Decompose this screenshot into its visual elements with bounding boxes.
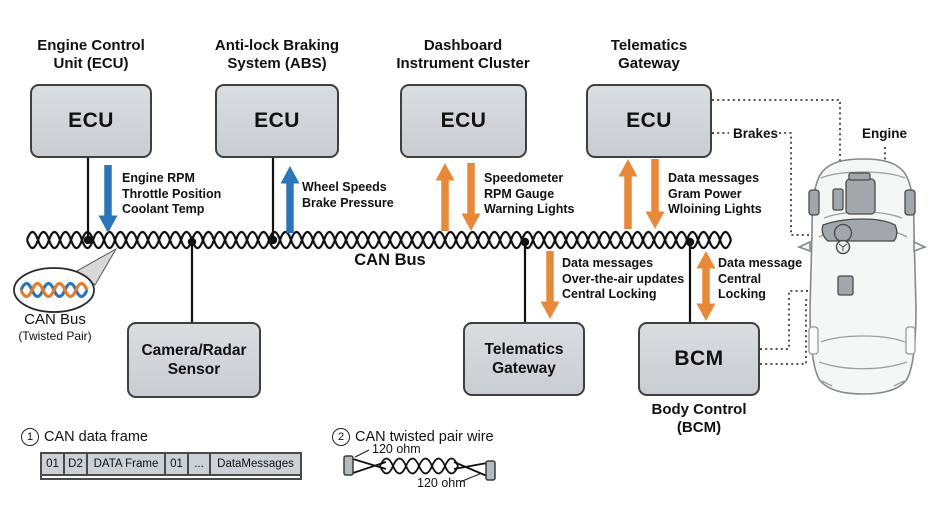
dashboard-ecu-box: ECU — [400, 84, 527, 158]
legend-wire-title: CAN twisted pair wire — [355, 429, 494, 445]
legend-frame-title: CAN data frame — [44, 429, 148, 445]
rear-wheel-left — [808, 326, 819, 355]
bcm-box: BCM — [638, 322, 760, 396]
abs-up-arrow — [280, 166, 300, 233]
frame-cell: 01 — [42, 454, 65, 474]
telematics-ecu-box: ECU — [586, 84, 712, 158]
legend-wire-number: 2 — [332, 428, 350, 446]
mirror-left — [796, 240, 811, 253]
telematics-up-arrow — [618, 159, 638, 229]
frame-cell: 01 — [166, 454, 189, 474]
abs-flow-label: Wheel Speeds Brake Pressure — [302, 180, 394, 210]
can-bus-line — [25, 230, 733, 250]
dashboard-ecu-title: Dashboard Instrument Cluster — [396, 37, 530, 72]
bcm-double-arrow — [696, 251, 716, 321]
resistor-right — [485, 460, 496, 481]
twisted-pair-wires — [19, 281, 89, 299]
bcm-flow-label: Data message Central Locking — [718, 256, 803, 301]
frame-cell: DataMessages — [211, 454, 300, 474]
rear-module — [837, 275, 854, 296]
dashboard-down-arrow — [461, 163, 481, 231]
engine-down-arrow — [98, 165, 118, 233]
node-connectors — [83, 158, 695, 322]
resistor-bottom-label: 120 ohm — [417, 476, 466, 490]
dashboard-flow-label: Speedometer RPM Gauge Warning Lights — [484, 171, 575, 216]
telematics-down-arrow — [645, 159, 665, 229]
brakes-label: Brakes — [733, 126, 779, 141]
dashboard-up-arrow — [435, 163, 455, 231]
steering-wheel — [833, 223, 853, 243]
legend-twisted-pair — [343, 449, 496, 483]
abs-ecu-title: Anti-lock Braking System (ABS) — [214, 37, 340, 72]
engine-block — [845, 178, 876, 215]
magnifier-subtitle: (Twisted Pair) — [18, 329, 92, 343]
abs-ecu-box: ECU — [215, 84, 339, 158]
resistor-top-label: 120 ohm — [372, 442, 421, 456]
car-illustration — [796, 158, 928, 395]
bus-magnifier — [13, 247, 118, 313]
mirror-right — [913, 240, 928, 253]
engine-ecu-title: Engine Control Unit (ECU) — [37, 37, 145, 72]
frame-cell: ... — [189, 454, 211, 474]
gateway-down-arrow — [540, 251, 560, 319]
legend-frame-number: 1 — [21, 428, 39, 446]
telematics-flow-label: Data messages Gram Power Wloining Lights — [668, 171, 762, 216]
gateway-flow-label: Data messages Over-the-air updates Centr… — [562, 256, 685, 301]
engine-flow-label: Engine RPM Throttle Position Coolant Tem… — [122, 171, 222, 216]
engine-label: Engine — [862, 126, 908, 141]
frame-cell: D2 — [65, 454, 88, 474]
front-brake-right — [904, 189, 916, 216]
front-brake-left — [808, 189, 820, 216]
magnifier-title: CAN Bus — [24, 311, 86, 328]
telematics-ecu-title: Telematics Gateway — [610, 37, 688, 72]
frame-cell: DATA Frame — [88, 454, 166, 474]
telematics-gateway-box: Telematics Gateway — [463, 322, 585, 396]
can-data-frame: 01 D2 DATA Frame 01 ... DataMessages — [40, 452, 302, 480]
bcm-caption: Body Control (BCM) — [651, 401, 747, 436]
resistor-left — [343, 455, 354, 476]
dashboard-band — [821, 218, 898, 242]
can-bus-label: CAN Bus — [354, 251, 426, 269]
camera-radar-box: Camera/Radar Sensor — [127, 322, 261, 398]
engine-ecu-box: ECU — [30, 84, 152, 158]
rear-wheel-right — [905, 326, 916, 355]
